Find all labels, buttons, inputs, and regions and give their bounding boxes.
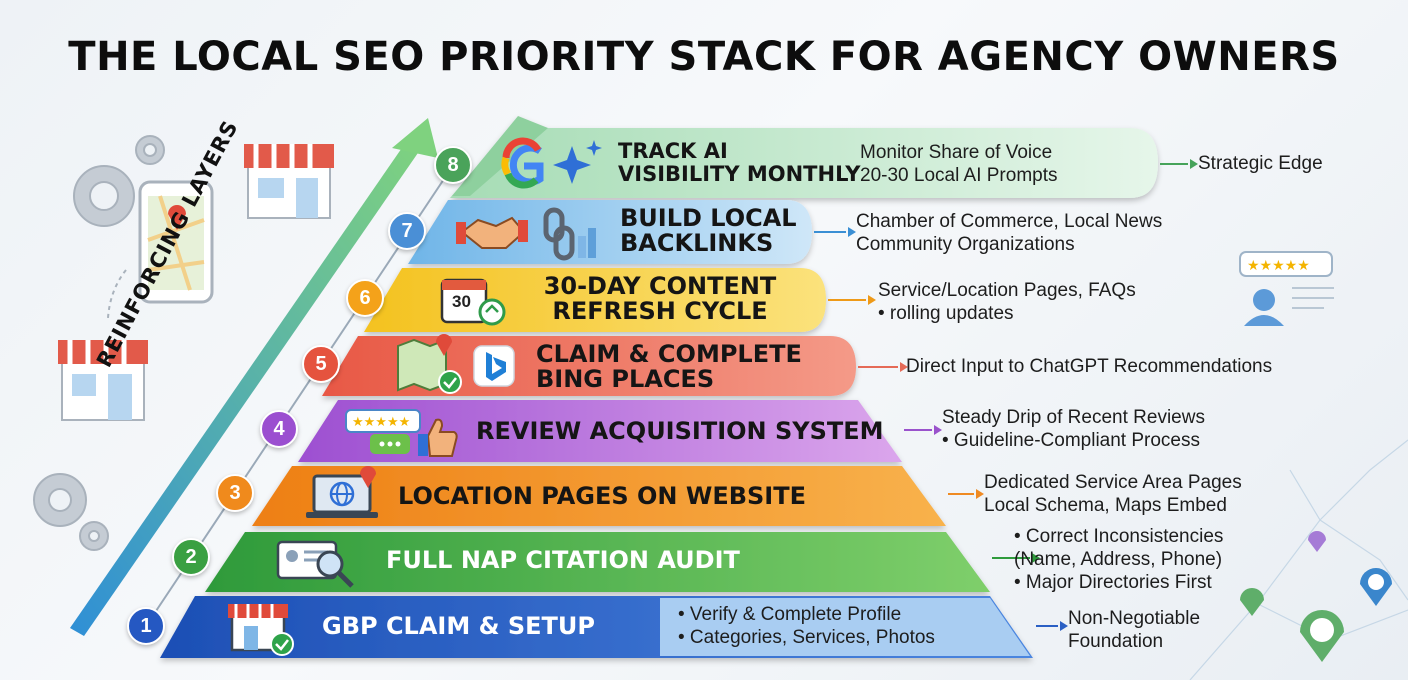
layer-7-band: [408, 200, 812, 264]
layer-7-outcome: Chamber of Commerce, Local News Communit…: [856, 210, 1162, 256]
layer-2-title: FULL NAP CITATION AUDIT: [386, 548, 740, 573]
layer-2-title-line: FULL NAP CITATION AUDIT: [386, 546, 740, 574]
outcome-arrowheads: [848, 159, 1198, 631]
layer-1-inner-description: • Verify & Complete Profile • Categories…: [678, 603, 935, 649]
layer-2-number: 2: [172, 538, 210, 576]
layer-4-title: REVIEW ACQUISITION SYSTEM: [476, 419, 884, 444]
layer-6-title: 30-DAY CONTENT REFRESH CYCLE: [510, 274, 810, 324]
layer-5-title: CLAIM & COMPLETE BING PLACES: [536, 342, 802, 392]
storefront-icon: [58, 340, 148, 421]
laptop-globe-icon: [306, 466, 378, 518]
layer-8-desc-line: 20-30 Local AI Prompts: [860, 165, 1058, 186]
layer-7-title-line: BUILD LOCAL: [620, 204, 797, 232]
layer-6-number: 6: [346, 279, 384, 317]
layer-3-number: 3: [216, 474, 254, 512]
chain-link-icon: [543, 207, 596, 261]
phone-map-icon: [138, 180, 214, 304]
layer-8-outcome: Strategic Edge: [1198, 152, 1323, 175]
layer-7-number: 7: [388, 212, 426, 250]
id-card-search-icon: [276, 540, 354, 588]
review-bubbles-icon: ★★★★★: [345, 409, 421, 454]
outcome-line: Service/Location Pages, FAQs: [878, 280, 1136, 301]
layer-6-title-line: 30-DAY CONTENT: [543, 272, 777, 300]
location-pin-icon: [1360, 568, 1392, 606]
page-title: THE LOCAL SEO PRIORITY STACK FOR AGENCY …: [68, 34, 1340, 80]
outcome-line: Direct Input to ChatGPT Recommendations: [906, 356, 1273, 377]
layer-5-title-line: CLAIM & COMPLETE: [536, 340, 802, 368]
layer-1-desc-line: • Verify & Complete Profile: [678, 604, 902, 625]
layer-5-title-line: BING PLACES: [536, 365, 715, 393]
layer-1-inner-panel: [660, 598, 1030, 656]
layer-4-outcome: Steady Drip of Recent Reviews • Guidelin…: [942, 406, 1205, 452]
calendar-day: 30: [452, 292, 471, 311]
layer-3-title-line: LOCATION PAGES ON WEBSITE: [398, 482, 806, 510]
layer-1-title: GBP CLAIM & SETUP: [322, 614, 595, 639]
outcome-line: Chamber of Commerce, Local News: [856, 211, 1163, 232]
layer-2-band: [205, 532, 990, 592]
map-check-icon: [397, 334, 462, 394]
outcome-line: • Major Directories First: [1014, 572, 1212, 593]
gear-icon: [73, 165, 135, 227]
layer-7-title-line: BACKLINKS: [620, 229, 774, 257]
pyramid-apex: [452, 116, 548, 196]
layer-8-title-line: TRACK AI: [618, 139, 728, 163]
layer-3-band: [252, 466, 946, 526]
location-pin-icon: [1300, 610, 1344, 662]
layer-1-title-line: GBP CLAIM & SETUP: [322, 612, 595, 640]
google-icon: [501, 137, 544, 189]
gear-icon: [33, 473, 109, 551]
outcome-line: Community Organizations: [856, 234, 1075, 255]
layer-7-title: BUILD LOCAL BACKLINKS: [620, 206, 797, 256]
layer-3-outcome: Dedicated Service Area Pages Local Schem…: [984, 471, 1242, 517]
sparkle-icon: [553, 140, 602, 184]
layer-8-number: 8: [434, 146, 472, 184]
outcome-line: • Guideline-Compliant Process: [942, 430, 1200, 451]
outcome-line: Foundation: [1068, 631, 1164, 652]
layer-8-band: [450, 128, 1158, 198]
reinforcing-arrow: [70, 118, 438, 636]
outcome-connectors: [814, 163, 1188, 627]
flow-arrow: [107, 269, 127, 319]
layer-2-outcome: • Correct Inconsistencies (Name, Address…: [1014, 525, 1223, 594]
layer-8-title-line: VISIBILITY MONTHLY: [618, 162, 861, 186]
calendar-refresh-icon: [440, 278, 506, 326]
outcome-line: Strategic Edge: [1198, 153, 1323, 174]
layer-1-number: 1: [127, 607, 165, 645]
layer-8-title: TRACK AI VISIBILITY MONTHLY: [618, 140, 860, 186]
layer-3-title: LOCATION PAGES ON WEBSITE: [398, 484, 806, 509]
outcome-line: Non-Negotiable: [1068, 608, 1201, 629]
layer-8-desc-line: Monitor Share of Voice: [860, 142, 1053, 163]
outcome-line: Local Schema, Maps Embed: [984, 495, 1227, 516]
thumbs-up-icon: [418, 418, 458, 457]
outcome-line: Steady Drip of Recent Reviews: [942, 407, 1205, 428]
storefront-check-icon: [228, 604, 294, 656]
location-pin-icon: [1308, 531, 1326, 552]
layer-1-desc-line: • Categories, Services, Photos: [678, 627, 935, 648]
layer-6-outcome: Service/Location Pages, FAQs • rolling u…: [878, 279, 1136, 325]
layer-4-number: 4: [260, 410, 298, 448]
layer-4-title-line: REVIEW ACQUISITION SYSTEM: [476, 417, 884, 445]
storefront-icon: [244, 144, 334, 219]
bing-icon: [473, 345, 515, 387]
layer-8-inner-description: Monitor Share of Voice 20-30 Local AI Pr…: [860, 141, 1058, 187]
outcome-line: Dedicated Service Area Pages: [984, 472, 1242, 493]
layer-5-number: 5: [302, 345, 340, 383]
layer-5-outcome: Direct Input to ChatGPT Recommendations: [906, 355, 1272, 378]
review-card-icon: ★★★★★: [1239, 251, 1334, 326]
outcome-line: (Name, Address, Phone): [1014, 549, 1223, 570]
layer-1-outcome: Non-Negotiable Foundation: [1068, 607, 1200, 653]
outcome-line: • Correct Inconsistencies: [1014, 526, 1224, 547]
handshake-icon: [456, 216, 528, 249]
gear-icon: [135, 135, 165, 165]
review-stars: ★★★★★: [352, 415, 410, 430]
layer-6-title-line: REFRESH CYCLE: [552, 297, 768, 325]
review-card-stars: ★★★★★: [1247, 258, 1310, 274]
location-pin-icon: [1240, 588, 1264, 616]
outcome-line: • rolling updates: [878, 303, 1014, 324]
